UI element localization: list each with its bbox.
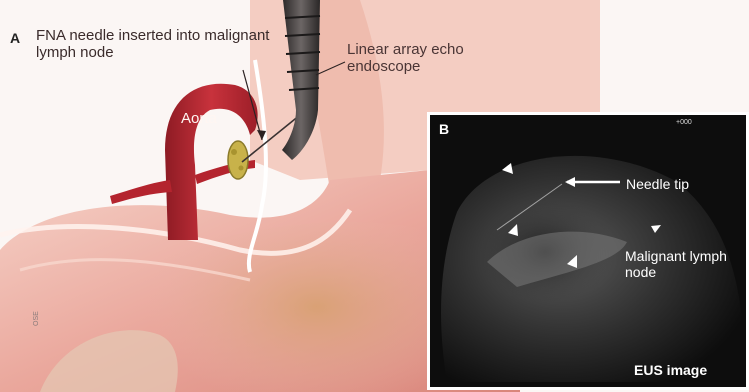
- aorta-label: Aorta: [181, 110, 217, 127]
- lymph-node-detail-2: [239, 166, 244, 171]
- panel-a-letter: A: [10, 30, 20, 46]
- panel-b-letter: B: [439, 121, 449, 137]
- endoscope-label: Linear array echo endoscope: [347, 41, 517, 76]
- fna-needle-label: FNA needle inserted into malignant lymph…: [36, 27, 276, 62]
- lymph-node-detail: [231, 149, 237, 155]
- aorta-branch: [110, 180, 172, 204]
- needle-tip-label: Needle tip: [626, 176, 689, 192]
- eus-scale-text: +000: [676, 119, 692, 127]
- eus-image-caption: EUS image: [634, 362, 707, 378]
- lymph-node-label: Malignant lymph node: [625, 248, 735, 280]
- stomach-muscle: [146, 222, 430, 392]
- vertical-note: OSE: [33, 311, 41, 326]
